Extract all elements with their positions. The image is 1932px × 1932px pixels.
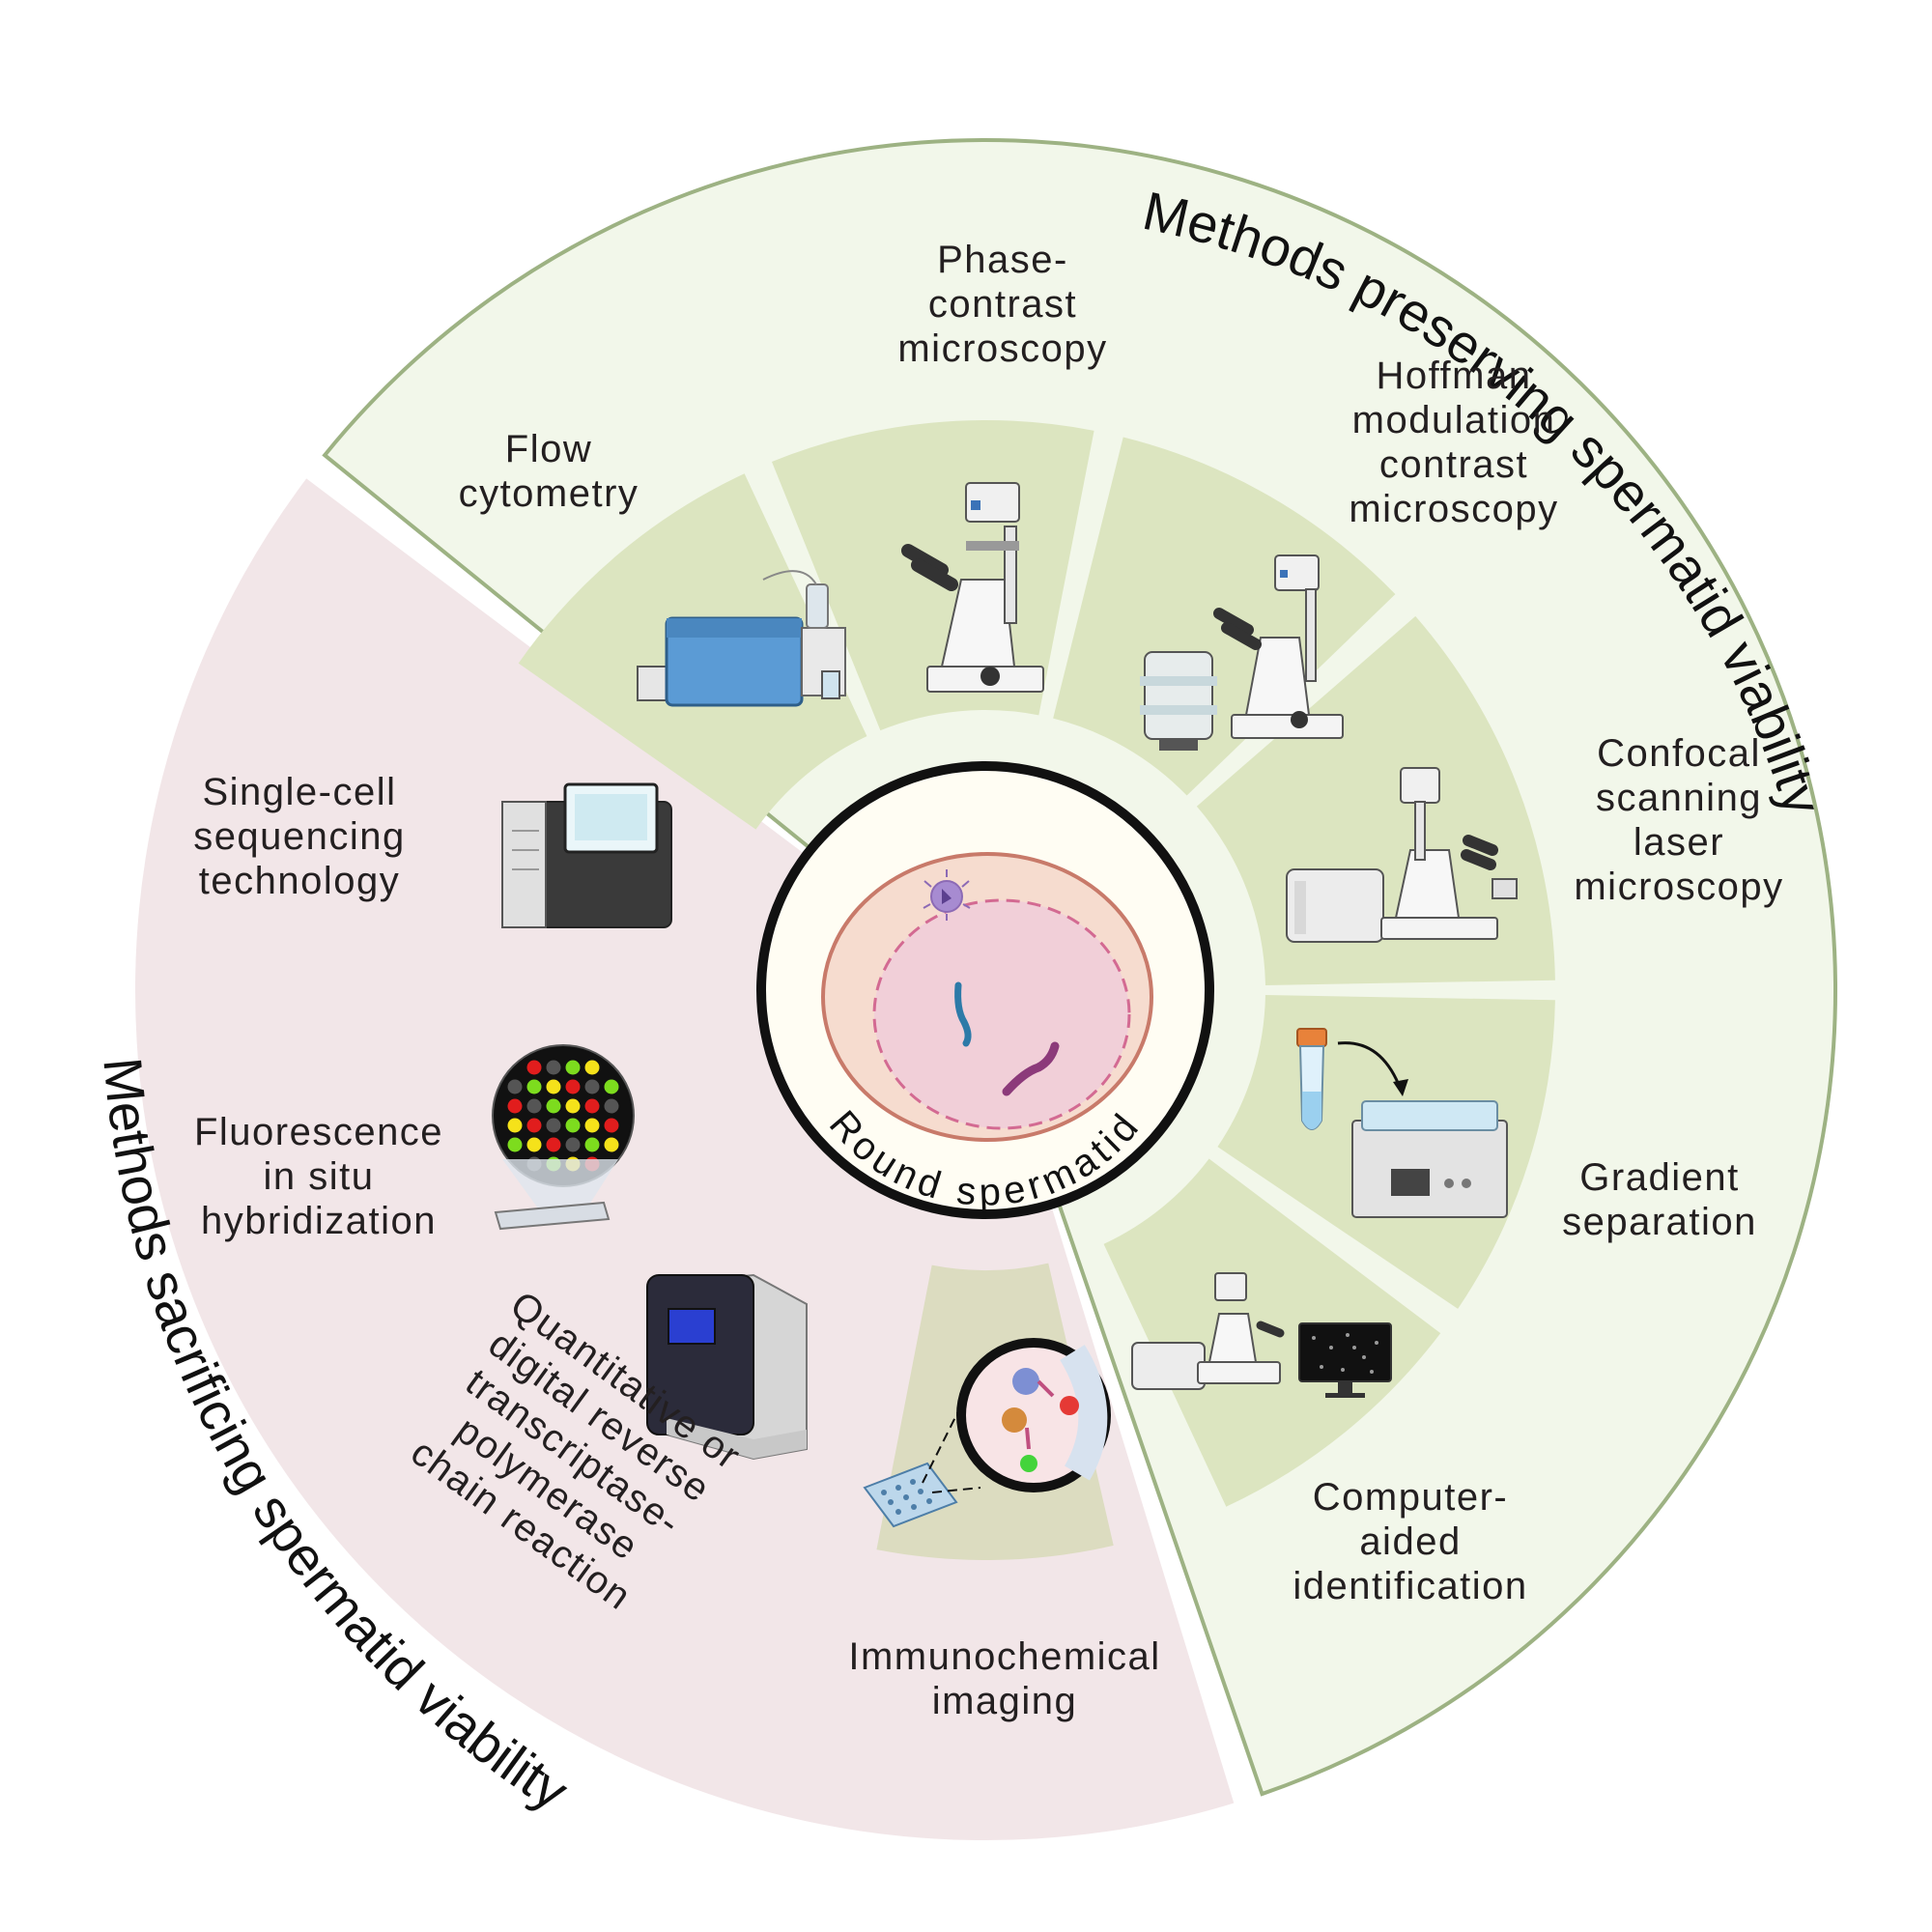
fish-probe-dot: [565, 1118, 581, 1133]
fish-probe-dot: [507, 1098, 523, 1114]
inverted-microscope-icon: [901, 482, 1044, 693]
method-label-line: microscopy: [1574, 866, 1783, 908]
fish-probe-dot: [604, 1079, 619, 1094]
fish-array-icon: [492, 1044, 635, 1231]
fish-probe-dot: [584, 1098, 600, 1114]
fish-probe-dot: [546, 1060, 561, 1075]
fish-probe-dot: [526, 1118, 542, 1133]
fish-probe-dot: [546, 1137, 561, 1152]
fish-probe-dot: [565, 1079, 581, 1094]
fish-probe-dot: [507, 1137, 523, 1152]
chromosome-purple-icon: [1002, 1041, 1060, 1096]
method-label-line: separation: [1562, 1201, 1757, 1243]
fish-probe-dot: [507, 1079, 523, 1094]
fish-probe-dot: [565, 1060, 581, 1075]
center-cell: Round spermatid: [756, 761, 1214, 1219]
fish-probe-dot: [584, 1118, 600, 1133]
fish-probe-dot: [565, 1137, 581, 1152]
method-label-line: Hoffman: [1377, 355, 1532, 397]
fish-probe-dot: [526, 1079, 542, 1094]
fish-probe-dot: [526, 1060, 542, 1075]
method-label-line: contrast: [1379, 443, 1528, 486]
confocal-microscope-icon: [1131, 1272, 1285, 1390]
method-label-line: cytometry: [459, 472, 639, 515]
method-label-line: modulation: [1352, 399, 1556, 441]
flow-cytometer-icon: [637, 570, 846, 707]
sequencer-icon: [501, 782, 672, 928]
method-label-line: Immunochemical: [848, 1635, 1160, 1678]
fish-probe-dot: [507, 1118, 523, 1133]
fish-probe-dot: [546, 1098, 561, 1114]
inverted-microscope-icon: [1213, 554, 1344, 739]
computer-monitor-icon: [1298, 1322, 1392, 1398]
fish-probe-dot: [604, 1098, 619, 1114]
acrosome-icon: [923, 869, 971, 921]
fish-probe-dot: [526, 1098, 542, 1114]
water-bath-icon: [1351, 1100, 1508, 1218]
fish-probe-dot: [546, 1118, 561, 1133]
method-label-line: Flow: [505, 428, 592, 470]
method-label-line: aided: [1359, 1520, 1461, 1563]
method-label-line: imaging: [932, 1680, 1078, 1722]
method-label-line: Computer-: [1313, 1476, 1508, 1519]
fish-probe-dot: [584, 1137, 600, 1152]
method-label-line: identification: [1293, 1565, 1527, 1607]
cell-nucleus: [872, 898, 1131, 1130]
confocal-microscope-icon: [1286, 767, 1518, 943]
fish-probe-dot: [526, 1137, 542, 1152]
chromosome-blue-icon: [954, 981, 972, 1047]
method-label-line: scanning: [1596, 777, 1762, 819]
method-label-line: hybridization: [201, 1200, 437, 1242]
centrifuge-tube-icon: [1296, 1028, 1408, 1130]
method-label-line: Phase-: [937, 239, 1068, 281]
method-label-line: Gradient: [1579, 1156, 1739, 1199]
fish-probe-dot: [565, 1098, 581, 1114]
fish-probe-dot: [604, 1137, 619, 1152]
fish-probe-dot: [584, 1079, 600, 1094]
microscope-objective-icon: [1140, 651, 1217, 751]
fish-probe-dot: [604, 1118, 619, 1133]
method-label-line: microscopy: [897, 327, 1107, 370]
immunostaining-magnifier-icon: [956, 1338, 1111, 1492]
method-label-line: contrast: [928, 283, 1077, 326]
method-label-line: technology: [199, 860, 400, 902]
method-label-line: laser: [1634, 821, 1724, 864]
method-label-line: sequencing: [193, 815, 406, 858]
method-label-line: microscopy: [1349, 488, 1558, 530]
fish-probe-dot: [546, 1079, 561, 1094]
pcr-machine-icon: [646, 1273, 808, 1461]
method-label-line: Fluorescence: [194, 1111, 443, 1153]
method-label-line: in situ: [264, 1155, 375, 1198]
method-label-line: Confocal: [1597, 732, 1761, 775]
fish-probe-dot: [584, 1060, 600, 1075]
method-label-line: Single-cell: [202, 771, 396, 813]
well-plate-icon: [863, 1385, 981, 1528]
